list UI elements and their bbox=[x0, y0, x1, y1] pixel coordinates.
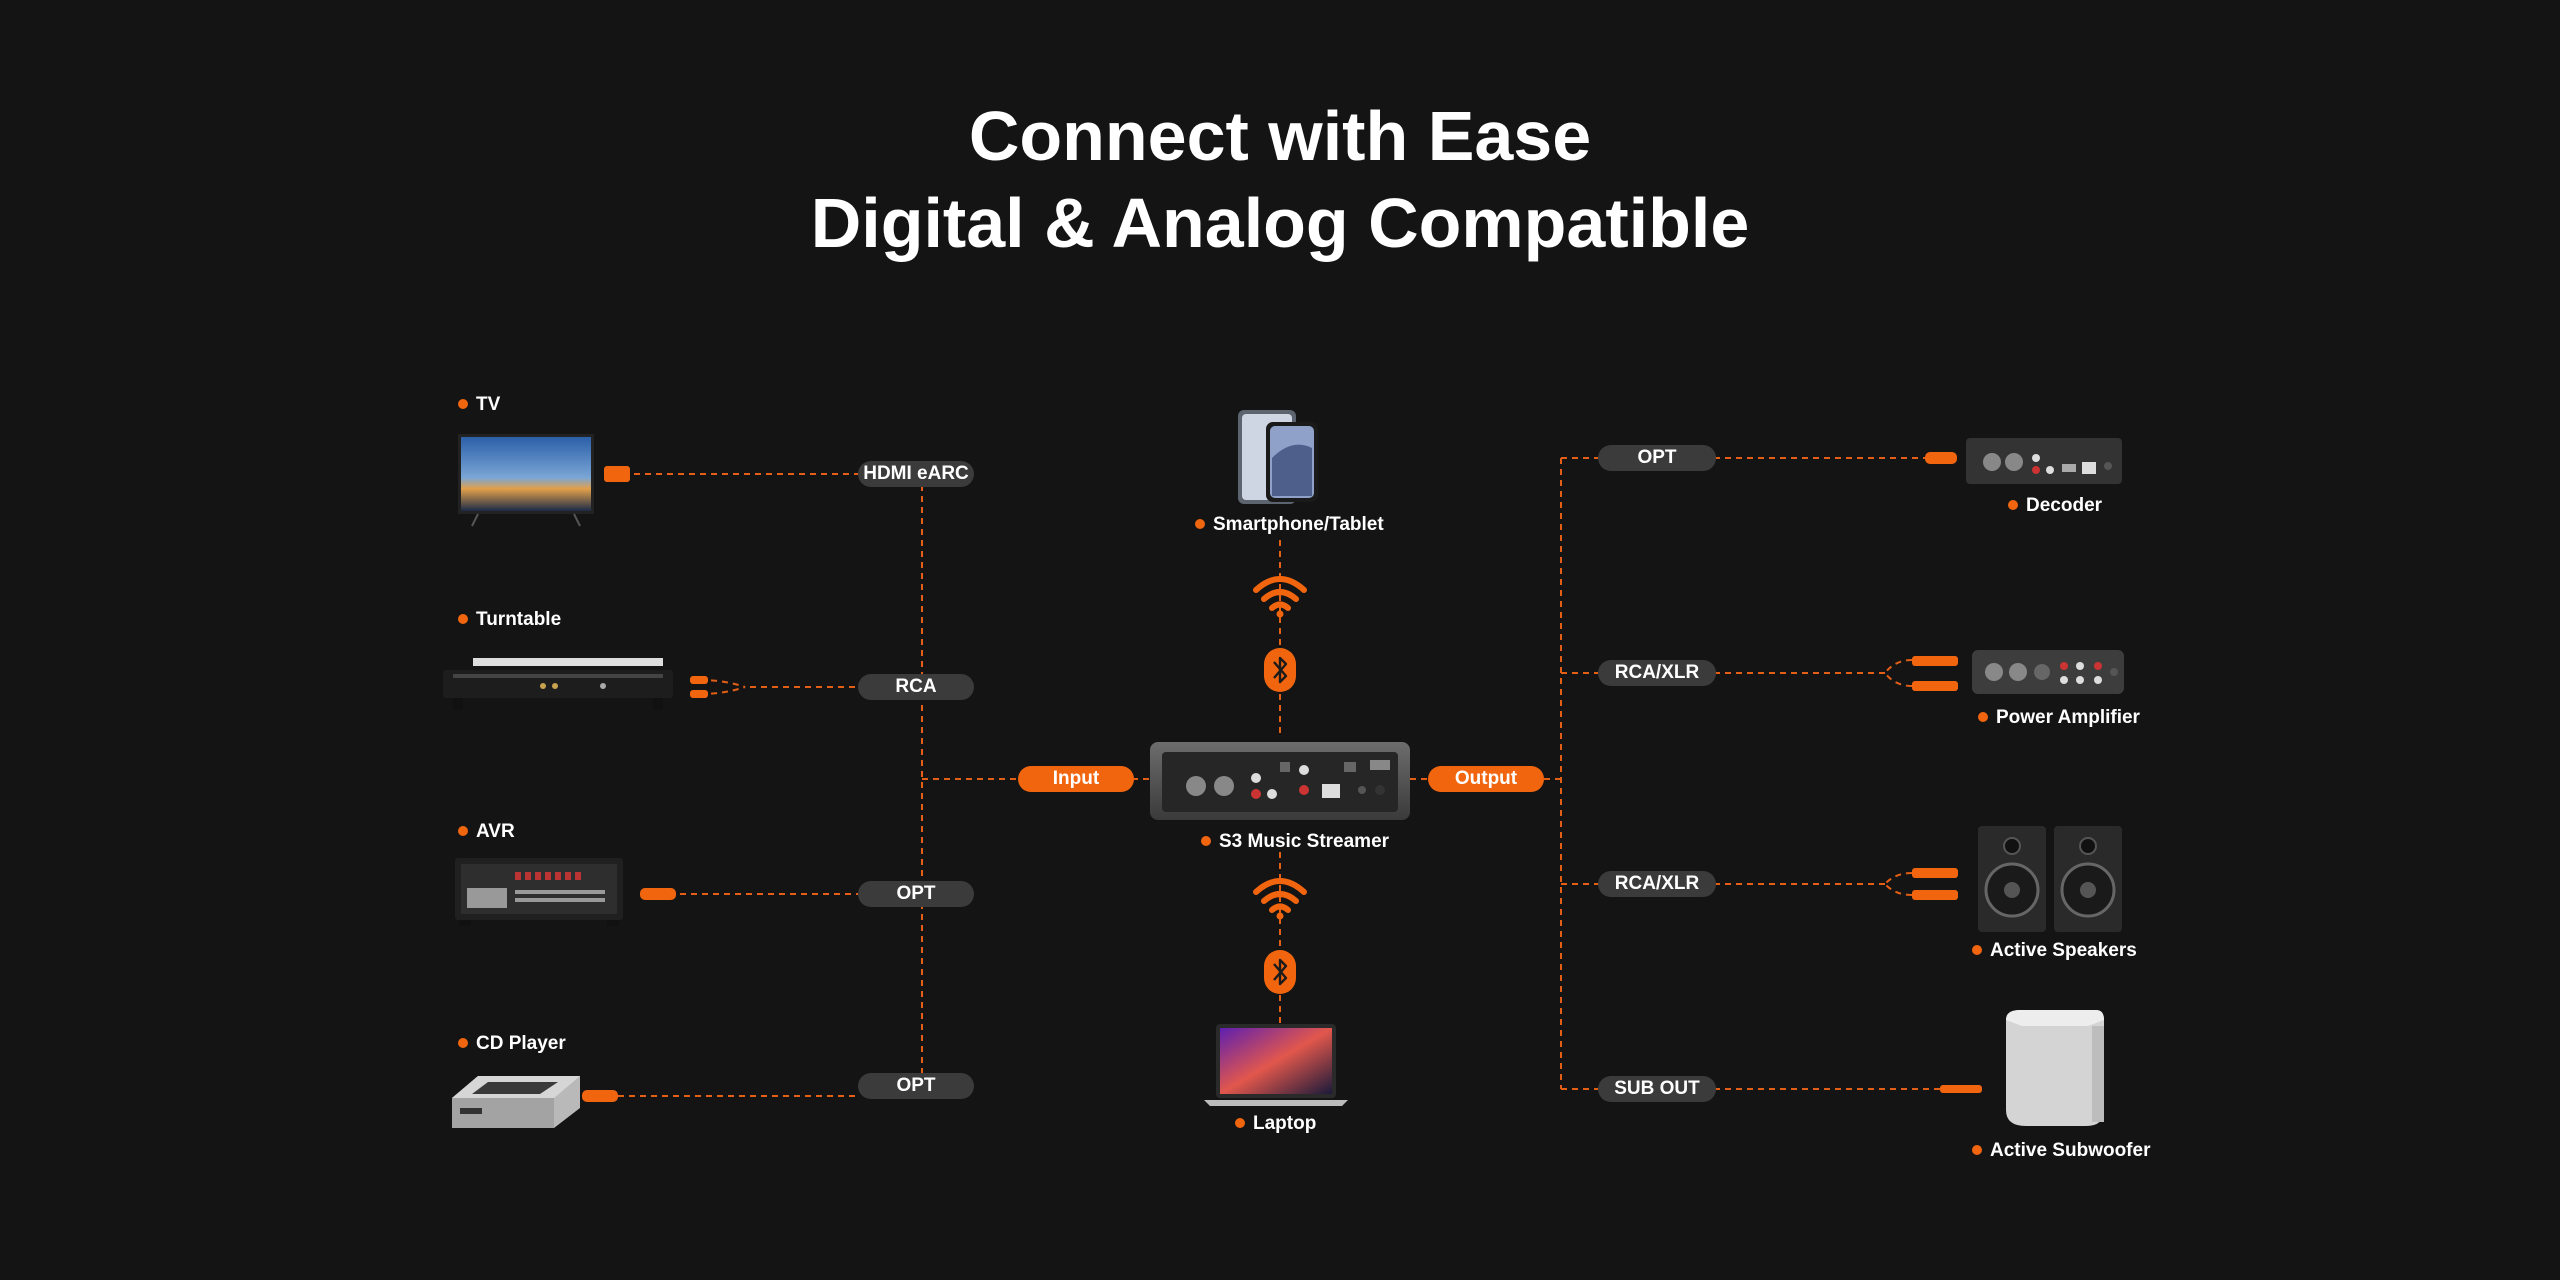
device-name: Decoder bbox=[2026, 495, 2103, 516]
connection-pill-rca: RCA bbox=[858, 674, 974, 700]
amp-rca-fork bbox=[1884, 659, 1913, 687]
device-name: S3 Music Streamer bbox=[1219, 831, 1390, 852]
connection-pill-opt: OPT bbox=[858, 1073, 974, 1099]
device-label-decoder: Decoder bbox=[2008, 495, 2102, 517]
bullet-dot bbox=[1235, 1118, 1245, 1128]
device-name: Active Speakers bbox=[1990, 940, 2137, 961]
bullet-dot bbox=[458, 826, 468, 836]
device-label-s3-music-streamer: S3 Music Streamer bbox=[1201, 831, 1389, 853]
device-name: Smartphone/Tablet bbox=[1213, 514, 1384, 535]
device-name: Laptop bbox=[1253, 1113, 1317, 1134]
tv-image bbox=[458, 434, 594, 527]
connection-pill-sub-out: SUB OUT bbox=[1598, 1076, 1716, 1102]
device-label-turntable: Turntable bbox=[458, 609, 561, 631]
device-label-power-amplifier: Power Amplifier bbox=[1978, 707, 2140, 729]
connection-pill-rca-xlr: RCA/XLR bbox=[1598, 871, 1716, 897]
device-name: AVR bbox=[476, 821, 515, 842]
device-label-active-speakers: Active Speakers bbox=[1972, 940, 2137, 962]
active-speakers-image bbox=[1978, 826, 2122, 932]
turntable-image bbox=[443, 658, 673, 710]
avr-image bbox=[455, 858, 623, 926]
connection-pill-hdmi-earc: HDMI eARC bbox=[858, 461, 974, 487]
bullet-dot bbox=[1201, 836, 1211, 846]
active-subwoofer-image bbox=[2006, 1010, 2104, 1126]
device-name: TV bbox=[476, 394, 501, 415]
device-name: Active Subwoofer bbox=[1990, 1140, 2151, 1161]
speakers-rca-fork bbox=[1884, 872, 1913, 896]
device-label-avr: AVR bbox=[458, 821, 515, 843]
subwoofer-plug bbox=[1940, 1085, 1982, 1093]
turntable-rca-plug-1 bbox=[690, 676, 708, 684]
output-pill: Output bbox=[1428, 766, 1544, 792]
bullet-dot bbox=[458, 614, 468, 624]
bluetooth-icon bbox=[1264, 648, 1296, 692]
speakers-rca-plug-1 bbox=[1912, 868, 1958, 878]
cd-opt-plug bbox=[582, 1090, 618, 1102]
decoder-image bbox=[1966, 438, 2122, 484]
avr-opt-plug bbox=[640, 888, 676, 900]
subheadline: Digital & Analog Compatible bbox=[810, 184, 1750, 262]
s3-music-streamer-image bbox=[1150, 742, 1410, 820]
device-name: Power Amplifier bbox=[1996, 707, 2140, 728]
bullet-dot bbox=[1972, 945, 1982, 955]
speakers-rca-plug-2 bbox=[1912, 890, 1958, 900]
laptop-image bbox=[1204, 1024, 1348, 1106]
device-label-active-subwoofer: Active Subwoofer bbox=[1972, 1140, 2150, 1162]
amp-rca-plug-2 bbox=[1912, 681, 1958, 691]
decoder-opt-plug bbox=[1925, 452, 1957, 464]
headline: Connect with Ease bbox=[968, 97, 1592, 175]
device-label-smartphone-tablet: Smartphone/Tablet bbox=[1195, 514, 1384, 536]
smartphone-tablet-image bbox=[1238, 410, 1318, 504]
cd-player-image bbox=[452, 1076, 580, 1128]
power-amplifier-image bbox=[1972, 650, 2124, 694]
connection-pill-opt: OPT bbox=[1598, 445, 1716, 471]
wifi-icon bbox=[1253, 576, 1307, 618]
device-name: Turntable bbox=[476, 609, 562, 630]
connection-pill-rca-xlr: RCA/XLR bbox=[1598, 660, 1716, 686]
device-label-cd-player: CD Player bbox=[458, 1033, 566, 1055]
input-pill: Input bbox=[1018, 766, 1134, 792]
tv-hdmi-plug bbox=[604, 466, 630, 482]
device-label-tv: TV bbox=[458, 394, 500, 416]
bullet-dot bbox=[458, 1038, 468, 1048]
turntable-rca-plug-2 bbox=[690, 690, 708, 698]
bullet-dot bbox=[1972, 1145, 1982, 1155]
bluetooth-icon bbox=[1264, 950, 1296, 994]
device-label-laptop: Laptop bbox=[1235, 1113, 1316, 1135]
bullet-dot bbox=[1978, 712, 1988, 722]
amp-rca-plug-1 bbox=[1912, 656, 1958, 666]
bullet-dot bbox=[1195, 519, 1205, 529]
wifi-icon bbox=[1253, 878, 1307, 920]
connection-pill-opt: OPT bbox=[858, 881, 974, 907]
bullet-dot bbox=[2008, 500, 2018, 510]
device-name: CD Player bbox=[476, 1033, 566, 1054]
bullet-dot bbox=[458, 399, 468, 409]
